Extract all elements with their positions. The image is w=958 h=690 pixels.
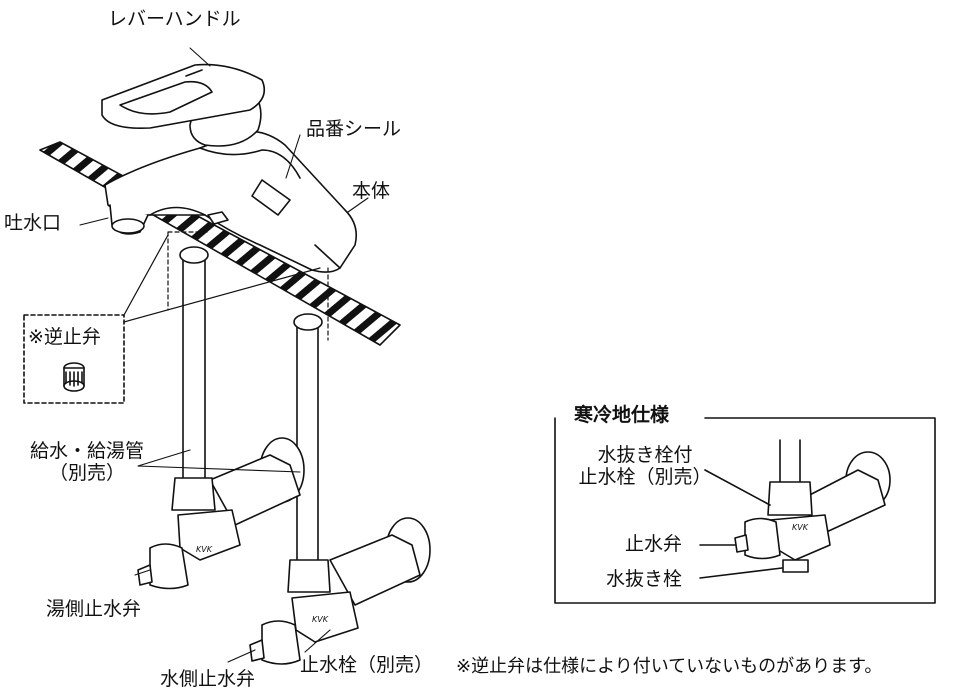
- label-supply-pipe-line1: 給水・給湯管: [29, 440, 144, 462]
- label-cold-side-stop-valve: 水側止水弁: [160, 668, 256, 690]
- label-stop-cock: 止水栓（別売）: [300, 654, 434, 676]
- cold-stop-valve: [249, 517, 431, 665]
- label-supply-pipe-line2: （別売）: [48, 462, 125, 484]
- kvk-mark-cold: KVK: [312, 615, 329, 624]
- hot-stop-valve: [137, 437, 305, 590]
- label-spout: 吐水口: [4, 212, 62, 234]
- leader-lines: [79, 47, 369, 663]
- label-drain-plug: 水抜き栓: [606, 568, 683, 590]
- kvk-mark-cold-region: KVK: [792, 523, 809, 532]
- label-drain-cock-line2: 止水栓（別売）: [578, 466, 712, 488]
- label-part-number-seal: 品番シール: [306, 118, 402, 140]
- supply-pipes: [179, 246, 323, 561]
- label-body: 本体: [352, 180, 391, 202]
- cold-region-title: 寒冷地仕様: [568, 404, 676, 426]
- label-drain-cock: 水抜き栓付 止水栓（別売）: [572, 444, 718, 488]
- faucet-body: [104, 130, 358, 273]
- label-cold-stop-valve: 止水弁: [625, 533, 683, 555]
- label-drain-cock-line1: 水抜き栓付: [597, 444, 693, 466]
- footnote: ※逆止弁は仕様により付いていないものがあります。: [456, 656, 883, 677]
- cold-region-box: [554, 417, 936, 604]
- check-valve-callout: [23, 231, 329, 404]
- kvk-mark-hot: KVK: [196, 545, 213, 554]
- label-hot-side-stop-valve: 湯側止水弁: [46, 598, 142, 620]
- label-supply-pipe: 給水・給湯管 （別売）: [8, 440, 166, 484]
- label-check-valve: ※逆止弁: [28, 326, 101, 348]
- lever-handle: [101, 63, 266, 147]
- label-lever-handle: レバーハンドル: [108, 8, 241, 30]
